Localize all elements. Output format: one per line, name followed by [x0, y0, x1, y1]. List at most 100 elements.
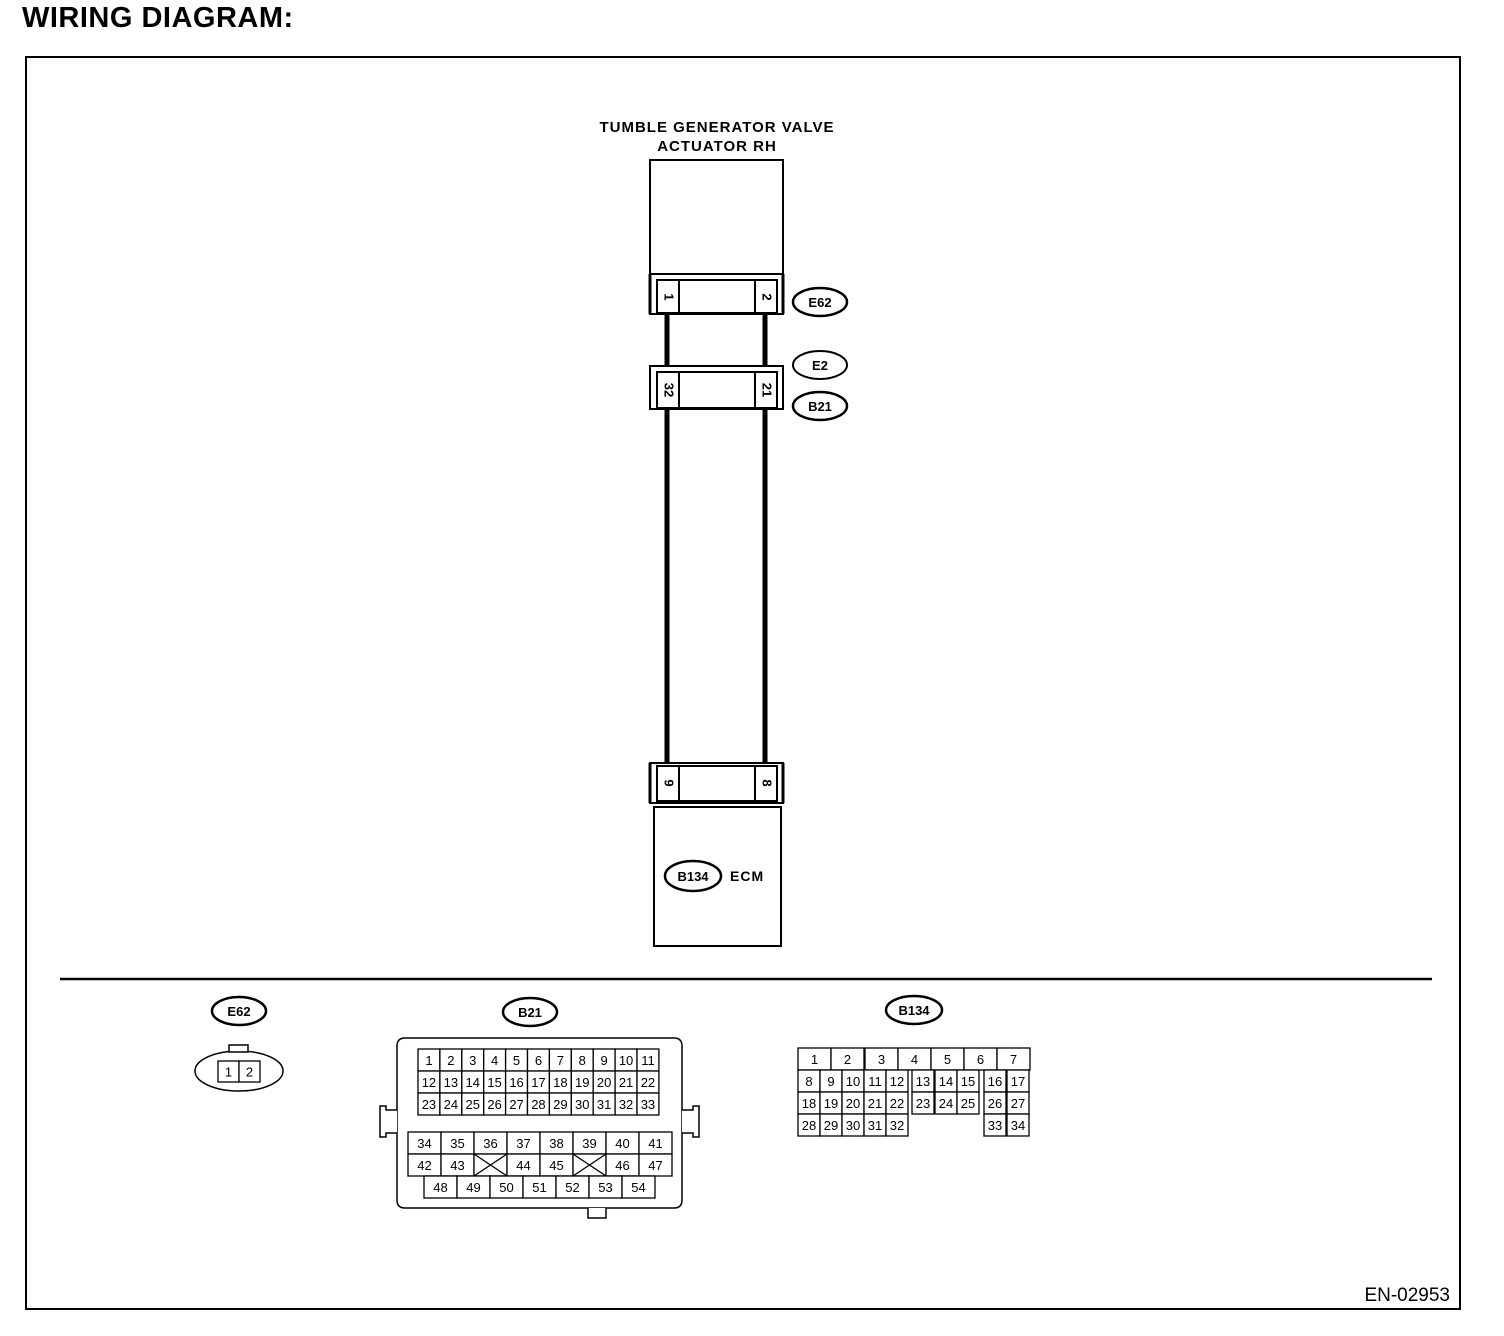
b21-face-pin-15: 15: [483, 1070, 507, 1094]
pin-label: 44: [516, 1158, 530, 1173]
badge-face-b21: B21: [501, 996, 559, 1028]
pin-label: 1: [425, 1053, 432, 1068]
badge-face-e62: E62: [210, 995, 268, 1027]
pin-label: 8: [579, 1053, 586, 1068]
b134-face-pin-5: 5: [930, 1047, 965, 1071]
b134-face-pin-27: 27: [1006, 1091, 1030, 1115]
b21-face-pin-blank: [473, 1153, 508, 1177]
b134-face-pin-25: 25: [956, 1091, 980, 1115]
badge-b21-label: B21: [808, 399, 832, 414]
b134-face-pin-8: 8: [797, 1069, 821, 1093]
b21-face-pin-44: 44: [506, 1153, 541, 1177]
pin-label: 16: [988, 1074, 1002, 1089]
b21-face-pin-49: 49: [456, 1175, 491, 1199]
e62-pin-right: 2: [760, 293, 775, 300]
e62-pin-left: 1: [662, 293, 677, 300]
pin-label: 22: [890, 1096, 904, 1111]
e2-b21-pin-right: 21: [760, 383, 775, 397]
b134-face-pin-15: 15: [956, 1069, 980, 1093]
b21-face-pin-24: 24: [439, 1092, 463, 1116]
pin-label: 27: [509, 1097, 523, 1112]
pin-label: 12: [890, 1074, 904, 1089]
pin-label: 27: [1011, 1096, 1025, 1111]
b21-face-pin-38: 38: [539, 1131, 574, 1155]
pin-label: 3: [878, 1052, 885, 1067]
pin-label: 8: [805, 1074, 812, 1089]
pin-label: 45: [549, 1158, 563, 1173]
pin-label: 48: [433, 1180, 447, 1195]
pin-label: 14: [939, 1074, 953, 1089]
b21-face-pin-19: 19: [570, 1070, 594, 1094]
b21-face-pin-27: 27: [504, 1092, 529, 1116]
b21-face-pin-35: 35: [440, 1131, 475, 1155]
pin-label: 21: [619, 1075, 633, 1090]
b21-face-pin-50: 50: [489, 1175, 524, 1199]
b21-face-pin-2: 2: [439, 1048, 463, 1072]
b21-face-pin-4: 4: [483, 1048, 507, 1072]
b21-face-pin-3: 3: [461, 1048, 485, 1072]
badge-e2: E2: [792, 350, 848, 380]
b134-face-pin-6: 6: [963, 1047, 998, 1071]
pin-label: 29: [824, 1118, 838, 1133]
pin-label: 50: [499, 1180, 513, 1195]
badge-face-b21-label: B21: [518, 1005, 542, 1020]
b134-face-pin-24: 24: [934, 1091, 958, 1115]
pin-label: 14: [466, 1075, 480, 1090]
b134-face-pin-30: 30: [841, 1113, 865, 1137]
badge-b21: B21: [791, 390, 849, 422]
b21-face-pin-52: 52: [555, 1175, 590, 1199]
pin-label: 19: [575, 1075, 589, 1090]
pin-label: 9: [827, 1074, 834, 1089]
pin-label: 32: [890, 1118, 904, 1133]
pin-label: 23: [422, 1097, 436, 1112]
pin-label: 2: [246, 1065, 253, 1080]
connector-b134: 9 8: [648, 762, 785, 804]
pin-label: 16: [509, 1075, 523, 1090]
b21-face-pin-16: 16: [504, 1070, 529, 1094]
b134-face-pin-23: 23: [911, 1091, 935, 1115]
actuator-body: [649, 159, 784, 275]
b21-face-pin-12: 12: [417, 1070, 441, 1094]
pin-label: 10: [619, 1053, 633, 1068]
pin-label: 9: [601, 1053, 608, 1068]
pin-label: 6: [977, 1052, 984, 1067]
pin-label: 43: [450, 1158, 464, 1173]
pin-label: 5: [944, 1052, 951, 1067]
b134-face-pin-29: 29: [819, 1113, 843, 1137]
b134-face-pin-22: 22: [885, 1091, 909, 1115]
pin-label: 36: [483, 1136, 497, 1151]
pin-label: 2: [844, 1052, 851, 1067]
b21-face-pin-29: 29: [548, 1092, 572, 1116]
pin-label: 38: [549, 1136, 563, 1151]
b21-face-pin-39: 39: [572, 1131, 607, 1155]
b21-face-pin-9: 9: [592, 1048, 616, 1072]
b21-face-pin-10: 10: [614, 1048, 638, 1072]
diagram-frame: [25, 56, 1461, 1310]
pin-label: 13: [444, 1075, 458, 1090]
b21-face-pin-blank: [572, 1153, 607, 1177]
pin-label: 35: [450, 1136, 464, 1151]
b21-face-pin-37: 37: [506, 1131, 541, 1155]
b21-face-pin-54: 54: [621, 1175, 656, 1199]
b134-face-pin-3: 3: [864, 1047, 899, 1071]
b134-face-pin-9: 9: [819, 1069, 843, 1093]
pin-label: 30: [846, 1118, 860, 1133]
b134-face-pin-34: 34: [1006, 1113, 1030, 1137]
badge-face-e62-label: E62: [227, 1004, 250, 1019]
b134-pin-left: 9: [662, 779, 677, 786]
pin-label: 33: [988, 1118, 1002, 1133]
pin-label: 7: [557, 1053, 564, 1068]
b21-face-pin-40: 40: [605, 1131, 640, 1155]
b21-face-pin-33: 33: [636, 1092, 660, 1116]
actuator-label-line1: TUMBLE GENERATOR VALVE: [599, 119, 834, 136]
pin-label: 13: [916, 1074, 930, 1089]
pin-label: 41: [648, 1136, 662, 1151]
b134-face-pin-28: 28: [797, 1113, 821, 1137]
b21-face-pin-46: 46: [605, 1153, 640, 1177]
b134-face-pin-17: 17: [1006, 1069, 1030, 1093]
e62-face-pin-2: 2: [238, 1060, 261, 1083]
b21-face-pin-48: 48: [423, 1175, 458, 1199]
